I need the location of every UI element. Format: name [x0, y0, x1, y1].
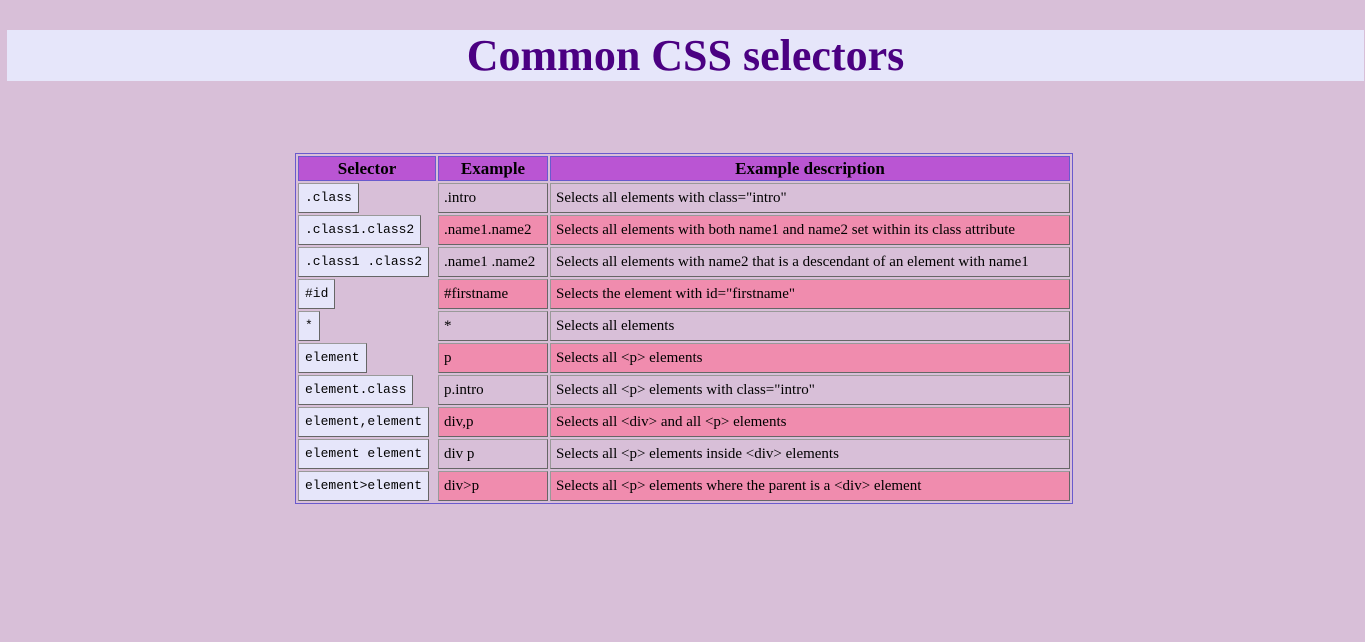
- selector-cell: element: [298, 343, 436, 373]
- table-row: * * Selects all elements: [298, 311, 1070, 341]
- table-row: .class1 .class2 .name1 .name2 Selects al…: [298, 247, 1070, 277]
- description-cell: Selects all <div> and all <p> elements: [550, 407, 1070, 437]
- example-cell: #firstname: [438, 279, 548, 309]
- selectors-table: Selector Example Example description .cl…: [295, 153, 1073, 504]
- example-cell: *: [438, 311, 548, 341]
- selector-cell: .class1 .class2: [298, 247, 436, 277]
- selector-cell: element,element: [298, 407, 436, 437]
- description-cell: Selects all <p> elements inside <div> el…: [550, 439, 1070, 469]
- example-cell: .name1 .name2: [438, 247, 548, 277]
- description-cell: Selects all <p> elements where the paren…: [550, 471, 1070, 501]
- table-header-row: Selector Example Example description: [298, 156, 1070, 181]
- example-cell: p: [438, 343, 548, 373]
- selector-cell: .class: [298, 183, 436, 213]
- selector-code: element>element: [298, 471, 430, 501]
- selector-code: element: [298, 343, 367, 373]
- example-cell: p.intro: [438, 375, 548, 405]
- header-example: Example: [438, 156, 548, 181]
- selector-code: .class1 .class2: [298, 247, 430, 277]
- selector-code: .class: [298, 183, 359, 213]
- description-cell: Selects all elements with both name1 and…: [550, 215, 1070, 245]
- page-header: Common CSS selectors: [7, 30, 1364, 81]
- description-cell: Selects all <p> elements: [550, 343, 1070, 373]
- selector-cell: .class1.class2: [298, 215, 436, 245]
- selector-cell: *: [298, 311, 436, 341]
- header-selector: Selector: [298, 156, 436, 181]
- selector-code: #id: [298, 279, 336, 309]
- description-cell: Selects all elements with name2 that is …: [550, 247, 1070, 277]
- selector-cell: #id: [298, 279, 436, 309]
- table-row: #id #firstname Selects the element with …: [298, 279, 1070, 309]
- selectors-table-container: Selector Example Example description .cl…: [295, 153, 1073, 504]
- selector-cell: element element: [298, 439, 436, 469]
- table-row: .class .intro Selects all elements with …: [298, 183, 1070, 213]
- example-cell: .name1.name2: [438, 215, 548, 245]
- table-row: element,element div,p Selects all <div> …: [298, 407, 1070, 437]
- example-cell: .intro: [438, 183, 548, 213]
- selector-cell: element.class: [298, 375, 436, 405]
- selector-code: element.class: [298, 375, 414, 405]
- example-cell: div,p: [438, 407, 548, 437]
- description-cell: Selects all elements: [550, 311, 1070, 341]
- selector-code: *: [298, 311, 320, 341]
- selector-code: element element: [298, 439, 430, 469]
- table-row: element>element div>p Selects all <p> el…: [298, 471, 1070, 501]
- table-row: element element div p Selects all <p> el…: [298, 439, 1070, 469]
- header-description: Example description: [550, 156, 1070, 181]
- page-title: Common CSS selectors: [466, 31, 905, 80]
- example-cell: div>p: [438, 471, 548, 501]
- table-row: .class1.class2 .name1.name2 Selects all …: [298, 215, 1070, 245]
- description-cell: Selects all elements with class="intro": [550, 183, 1070, 213]
- description-cell: Selects all <p> elements with class="int…: [550, 375, 1070, 405]
- table-row: element p Selects all <p> elements: [298, 343, 1070, 373]
- example-cell: div p: [438, 439, 548, 469]
- description-cell: Selects the element with id="firstname": [550, 279, 1070, 309]
- table-row: element.class p.intro Selects all <p> el…: [298, 375, 1070, 405]
- selector-code: .class1.class2: [298, 215, 422, 245]
- selector-cell: element>element: [298, 471, 436, 501]
- selector-code: element,element: [298, 407, 430, 437]
